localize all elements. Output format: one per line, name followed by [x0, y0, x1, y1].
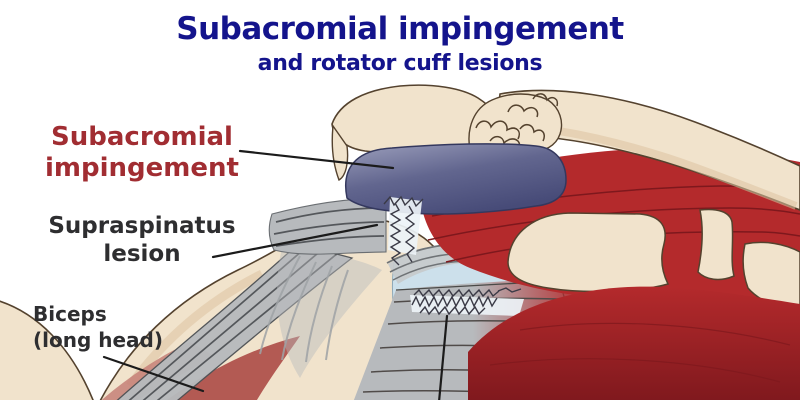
tendon-fan-fibers: [259, 255, 349, 363]
leader-lines: [102, 149, 449, 400]
tear-zigzag: [389, 202, 402, 266]
osteophyte-squiggle: [475, 120, 520, 140]
label-supraspinatus-lesion: Supraspinatus lesion: [30, 212, 254, 268]
tendon-stripe: [275, 235, 385, 247]
tendon-stripe: [273, 221, 385, 235]
tear-zigzag: [413, 288, 500, 298]
label-line: Subacromial: [51, 122, 233, 152]
biceps-tendon-stripes: [128, 243, 339, 400]
label-biceps-long-head: Biceps (long head): [33, 301, 163, 353]
deltoid-striations: [489, 322, 791, 383]
label-line: impingement: [45, 153, 239, 184]
osteophyte-squiggle: [519, 124, 546, 142]
label-subacromial-impingement: Subacromial impingement: [30, 122, 254, 184]
muscle-tint-right: [166, 336, 300, 400]
biceps-stripe: [156, 252, 339, 400]
leader-line-biceps: [102, 355, 205, 393]
osteophyte-squiggle: [507, 104, 539, 118]
page-title: Subacromial impingement: [176, 11, 624, 47]
osteophyte-squiggle: [532, 93, 559, 107]
scapula-bone: [507, 212, 670, 293]
muscle-striation: [519, 322, 791, 346]
fan-fiber: [281, 261, 317, 361]
acromion-descender: [331, 124, 349, 182]
page-subtitle: and rotator cuff lesions: [257, 51, 543, 76]
rotator-cuff-tear: [411, 287, 522, 316]
biceps-stripe: [128, 243, 311, 400]
label-line: Biceps: [33, 302, 107, 326]
label-line: Supraspinatus: [48, 213, 236, 239]
tear-zigzag: [411, 295, 498, 308]
osteophyte-squiggle: [489, 135, 521, 149]
muscle-striation: [427, 207, 800, 241]
coracoid-bone: [697, 208, 735, 281]
biceps-stripe: [142, 247, 325, 400]
deltoid-muscle: [468, 286, 800, 400]
biceps-tendon: [116, 243, 354, 400]
leader-line-cuff-lesion: [438, 314, 449, 400]
humerus-shaft-corner: [0, 300, 94, 400]
leader-line-supraspinatus: [211, 223, 379, 259]
tear-zigzag: [497, 287, 522, 293]
fan-fiber: [259, 255, 301, 355]
leader-line-impingement: [238, 149, 395, 170]
fan-fiber: [305, 265, 333, 363]
tear-zigzag: [383, 195, 424, 208]
label-line: (long head): [33, 328, 164, 352]
supraspinatus-tear: [383, 195, 424, 266]
tear-zigzag: [404, 205, 416, 263]
label-line: lesion: [103, 241, 181, 268]
muscle-striation: [489, 358, 781, 383]
tear-zigzag: [419, 305, 486, 316]
subacromial-bursa: [345, 143, 567, 215]
tendon-fan-band: [276, 248, 382, 378]
fan-fiber: [325, 269, 349, 361]
